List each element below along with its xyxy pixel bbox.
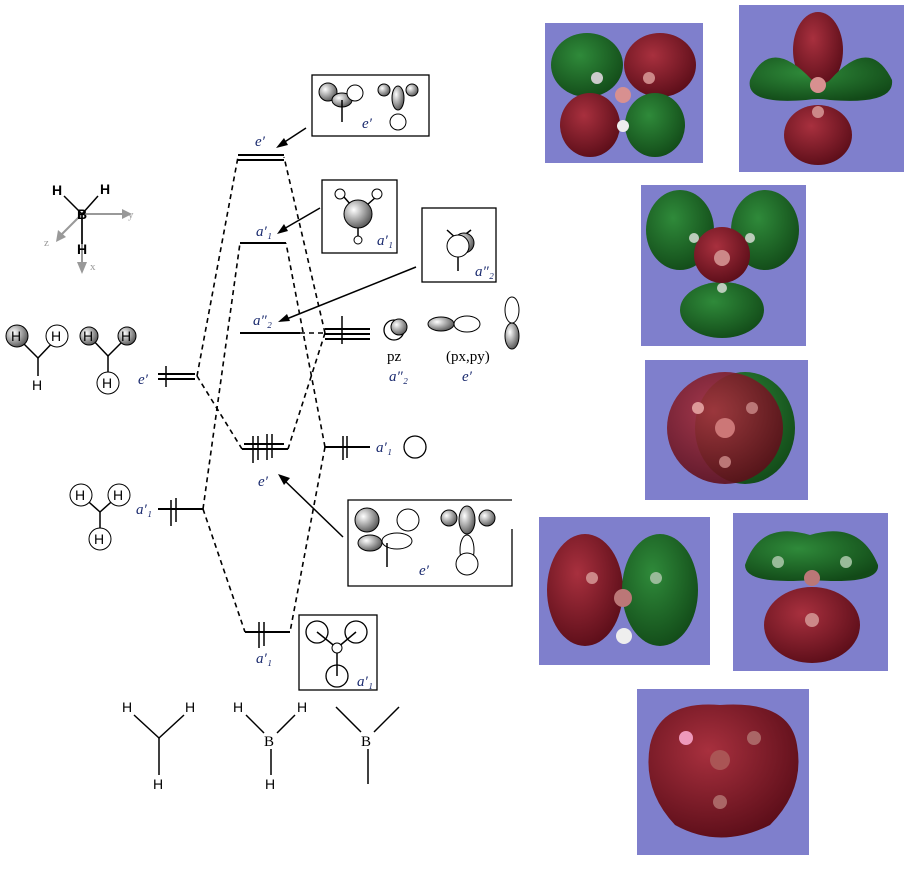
pz-label: pz: [387, 349, 402, 365]
pointer-arrow: [283, 479, 344, 538]
px-orbital-icon: [427, 315, 481, 333]
axis-system: H H B H y z x: [44, 181, 134, 274]
atom-h: H: [121, 328, 131, 344]
s-orbital-icon: [403, 435, 427, 459]
h3-e-orbitals: H H H H H H: [5, 324, 137, 395]
atom-h: H: [185, 699, 195, 715]
bh3-structure: H H B H: [233, 699, 307, 792]
h3-a1-orbital: H H H: [69, 483, 131, 551]
atom-h: H: [113, 487, 123, 503]
mo-a2-nonbonding-label: a″₂: [253, 313, 272, 329]
atom-h: H: [94, 531, 104, 547]
atom-b: B: [361, 734, 371, 750]
pz-symmetry-label: a″₂: [389, 369, 408, 385]
correlation-lines: [196, 156, 326, 633]
pxpy-label: (px,py): [446, 349, 490, 365]
inset-a2: a″₂: [421, 207, 497, 283]
atom-b: B: [264, 734, 274, 750]
atom-h: H: [32, 377, 42, 393]
orbital-render-e-antibonding-2: [739, 5, 904, 172]
pointer-arrow: [283, 266, 417, 321]
atom-h: H: [153, 776, 163, 792]
atom-h: H: [100, 181, 110, 197]
orbital-render-e-antibonding-1: [545, 23, 703, 163]
atom-h: H: [297, 699, 307, 715]
h3-structure: H H H: [122, 699, 195, 792]
inset-label: a″₂: [475, 264, 494, 280]
inset-label: a′₁: [357, 674, 373, 690]
atom-h: H: [122, 699, 132, 715]
atom-h: H: [75, 487, 85, 503]
inset-label: a′₁: [377, 233, 393, 249]
mo-a1-antibonding-label: a′₁: [256, 224, 272, 240]
x-axis-label: x: [90, 261, 96, 273]
inset-label: e′: [362, 116, 373, 132]
inset-a1-antibonding: a′₁: [321, 179, 398, 254]
inset-e-bonding: e′: [347, 499, 513, 587]
atom-h: H: [11, 328, 21, 344]
boron-structure: B: [335, 706, 400, 784]
h3-a1-label: a′₁: [136, 502, 152, 518]
orbital-render-a1-bonding: [637, 689, 809, 855]
atom-h: H: [51, 328, 61, 344]
atom-h: H: [102, 375, 112, 391]
pxpy-symmetry-label: e′: [462, 369, 473, 385]
atom-b: B: [77, 206, 87, 222]
py-orbital-icon: [504, 296, 520, 350]
h3-e-label: e′: [138, 372, 149, 388]
inset-label: e′: [419, 563, 430, 579]
atom-h: H: [52, 182, 62, 198]
mo-e-bonding-label: e′: [258, 474, 269, 490]
atom-h: H: [77, 241, 87, 257]
y-axis-label: y: [128, 209, 134, 221]
z-axis-arrow: [59, 213, 83, 237]
orbital-render-a2: [641, 185, 806, 346]
atom-h: H: [265, 776, 275, 792]
atom-h: H: [83, 328, 93, 344]
mo-a1-bonding-label: a′₁: [256, 651, 272, 667]
inset-a1-bonding: a′₁: [298, 614, 378, 691]
orbital-render-e-bonding-1: [539, 517, 710, 665]
inset-e-antibonding: e′: [311, 74, 430, 137]
mo-e-antibonding-label: e′: [255, 134, 266, 150]
atom-h: H: [233, 699, 243, 715]
boron-s-label: a′₁: [376, 440, 392, 456]
z-axis-label: z: [44, 237, 49, 249]
pointer-arrow: [281, 207, 321, 231]
orbital-render-e-bonding-2: [733, 513, 888, 671]
orbital-render-a1-antibonding: [645, 360, 808, 500]
